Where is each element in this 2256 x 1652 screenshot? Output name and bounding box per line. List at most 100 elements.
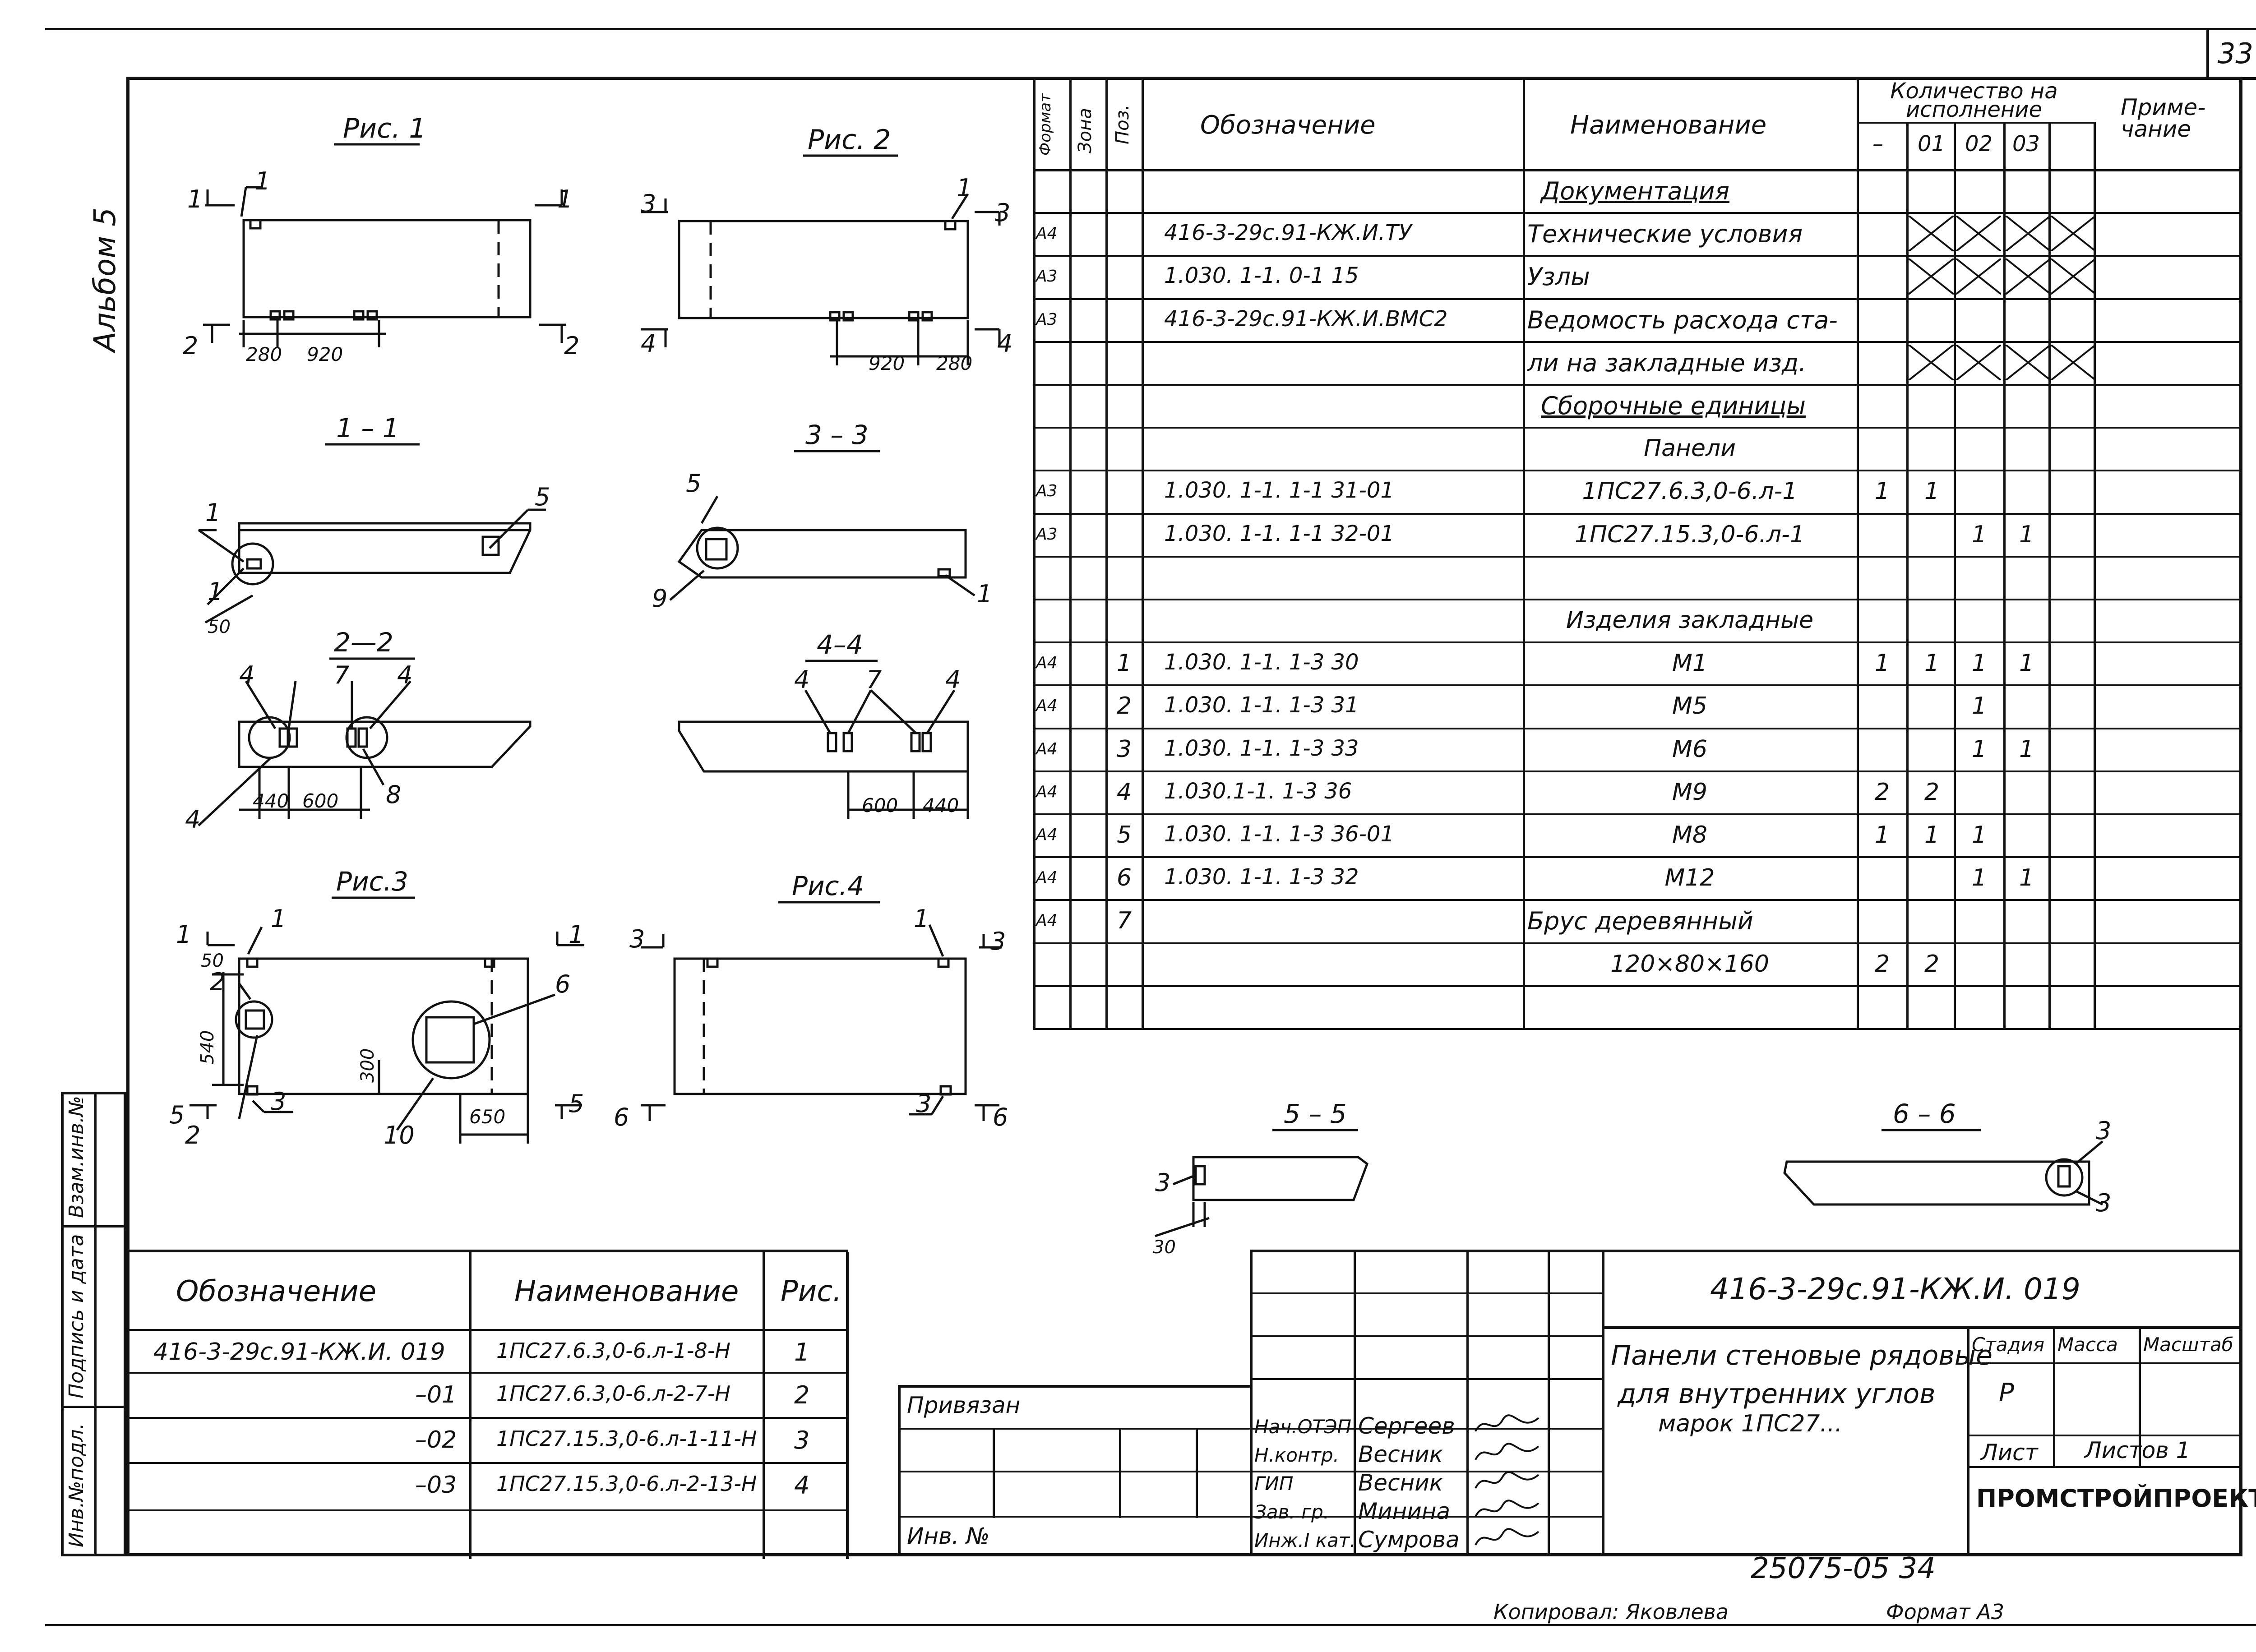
callout-number: 3 xyxy=(1155,1168,1171,1197)
spec-cell-qty: 1 xyxy=(1972,650,1987,677)
spec-hline xyxy=(1033,985,2242,987)
spec-header-designation: Обозначение xyxy=(1200,111,1376,140)
spec-cell-designation: 1.030. 1-1. 1-3 36-01 xyxy=(1164,821,1394,847)
spec-header-format: Формат xyxy=(1036,93,1054,156)
tb-line xyxy=(1119,1428,1121,1518)
tb-line xyxy=(1354,1250,1356,1556)
spec-cell-qty: 1 xyxy=(1972,821,1987,849)
sec55-title: 5 – 5 xyxy=(1284,1098,1347,1129)
tb-sheets-label: Листов 1 xyxy=(2085,1437,2191,1463)
callout-number: 3 xyxy=(2096,1117,2112,1145)
callout-number: 2 xyxy=(183,332,199,360)
var-hline xyxy=(126,1509,848,1511)
spec-cell-designation: 1.030. 1-1. 1-1 31-01 xyxy=(1164,478,1394,503)
callout-number: 1 xyxy=(569,920,584,949)
tb-line xyxy=(1250,1428,1602,1430)
fig4-drawing xyxy=(641,924,1002,1121)
tb-sig-role: ГИП xyxy=(1254,1472,1294,1495)
spec-cell-qty: 2 xyxy=(1924,950,1940,978)
top-rule xyxy=(45,28,2256,30)
spec-vline xyxy=(2048,122,2051,1028)
tb-line xyxy=(1967,1326,1969,1556)
var-cell-designation: –02 xyxy=(415,1426,457,1454)
var-cell-designation: 416-3-29с.91-КЖ.И. 019 xyxy=(153,1338,445,1366)
side-vzam-inv: Взам.инв.№ xyxy=(65,1096,88,1218)
signature-scribble xyxy=(1471,1525,1543,1552)
sec22-title: 2—2 xyxy=(334,627,393,658)
callout-number: 1 xyxy=(957,174,972,202)
spec-cell-cross xyxy=(2005,258,2052,295)
fig3-drawing xyxy=(190,926,584,1144)
callout-number: 4 xyxy=(239,661,255,689)
spec-cell-name: ли на закладные изд. xyxy=(1527,348,1807,377)
side-inv-podl: Инв.№подл. xyxy=(65,1423,88,1547)
tb-line xyxy=(2139,1326,2141,1466)
callout-number: 6 xyxy=(614,1103,629,1131)
spec-hline xyxy=(1033,384,2242,386)
callout-number: 4 xyxy=(397,661,413,689)
var-cell-fig: 3 xyxy=(794,1426,810,1454)
spec-hline xyxy=(1033,856,2242,858)
sec22-dim-440: 440 xyxy=(253,790,289,812)
spec-hline xyxy=(1033,641,2242,644)
callout-number: 2 xyxy=(185,1121,201,1149)
tb-line xyxy=(2053,1435,2055,1466)
callout-number: 1 xyxy=(187,185,203,213)
section-3-3-drawing xyxy=(669,495,975,601)
spec-cell-cross xyxy=(2005,344,2052,381)
callout-number: 3 xyxy=(629,925,645,953)
tb-line xyxy=(1250,1292,1602,1294)
section-2-2-drawing xyxy=(198,680,532,826)
tb-line xyxy=(898,1428,1253,1430)
callout-number: 1 xyxy=(176,920,192,949)
spec-cell-name: 1ПС27.6.3,0-6.л-1 xyxy=(1582,478,1798,505)
tb-line xyxy=(1548,1250,1550,1556)
callout-number: 1 xyxy=(205,498,221,527)
callout-number: 4 xyxy=(641,329,656,358)
spec-cell-format: А4 xyxy=(1036,911,1058,930)
spec-hline xyxy=(1033,1028,2242,1030)
spec-header-qty-col: – xyxy=(1872,131,1883,157)
spec-cell-qty: 1 xyxy=(1924,821,1940,849)
callout-number: 8 xyxy=(386,780,402,809)
copied-by: Копировал: Яковлева xyxy=(1493,1600,1729,1624)
spec-cell-qty: 1 xyxy=(1972,735,1987,763)
fig2-title: Рис. 2 xyxy=(808,124,891,156)
spec-hline xyxy=(1033,512,2242,515)
spec-cell-cross xyxy=(2050,344,2097,381)
spec-cell-qty: 2 xyxy=(1924,778,1940,806)
var-cell-designation: –01 xyxy=(415,1381,457,1408)
spec-cell-qty: 1 xyxy=(2019,735,2034,763)
spec-vline xyxy=(1069,77,1072,1028)
fig3-title: Рис.3 xyxy=(336,866,408,897)
var-cell-name: 1ПС27.6.3,0-6.л-1-8-Н xyxy=(496,1338,730,1363)
archive-number: 25075-05 34 xyxy=(1751,1552,1936,1585)
fig1-title: Рис. 1 xyxy=(343,113,426,144)
var-hline xyxy=(126,1329,848,1331)
tb-line xyxy=(1967,1435,2242,1436)
tb-line xyxy=(1602,1250,1604,1556)
callout-number: 1 xyxy=(255,167,271,195)
spec-hline xyxy=(1033,555,2242,558)
var-cell-fig: 4 xyxy=(794,1471,810,1500)
tb-line xyxy=(1466,1250,1469,1556)
spec-cell-name: М5 xyxy=(1672,692,1707,720)
spec-cell-qty: 1 xyxy=(1875,821,1890,849)
tb-line xyxy=(898,1471,1253,1472)
spec-cell-name: Брус деревянный xyxy=(1527,907,1753,936)
spec-header-qty: Количество на исполнение xyxy=(1890,78,2058,122)
tb-line xyxy=(1250,1471,1602,1472)
spec-cell-pos: 7 xyxy=(1117,907,1132,935)
spec-cell-pos: 4 xyxy=(1117,778,1132,806)
spec-cell-name: М9 xyxy=(1672,778,1707,806)
spec-cell-cross xyxy=(1955,215,2002,252)
sec11-title: 1 – 1 xyxy=(336,413,399,443)
sec44-dim-600: 600 xyxy=(862,794,898,817)
callout-number: 1 xyxy=(557,185,573,213)
tb-sig-role: Инж.I кат. xyxy=(1254,1529,1356,1551)
spec-cell-name: Документация xyxy=(1541,177,1729,205)
callout-number: 2 xyxy=(564,332,580,360)
fig1-drawing xyxy=(203,186,566,347)
spec-cell-qty: 1 xyxy=(1875,650,1890,677)
